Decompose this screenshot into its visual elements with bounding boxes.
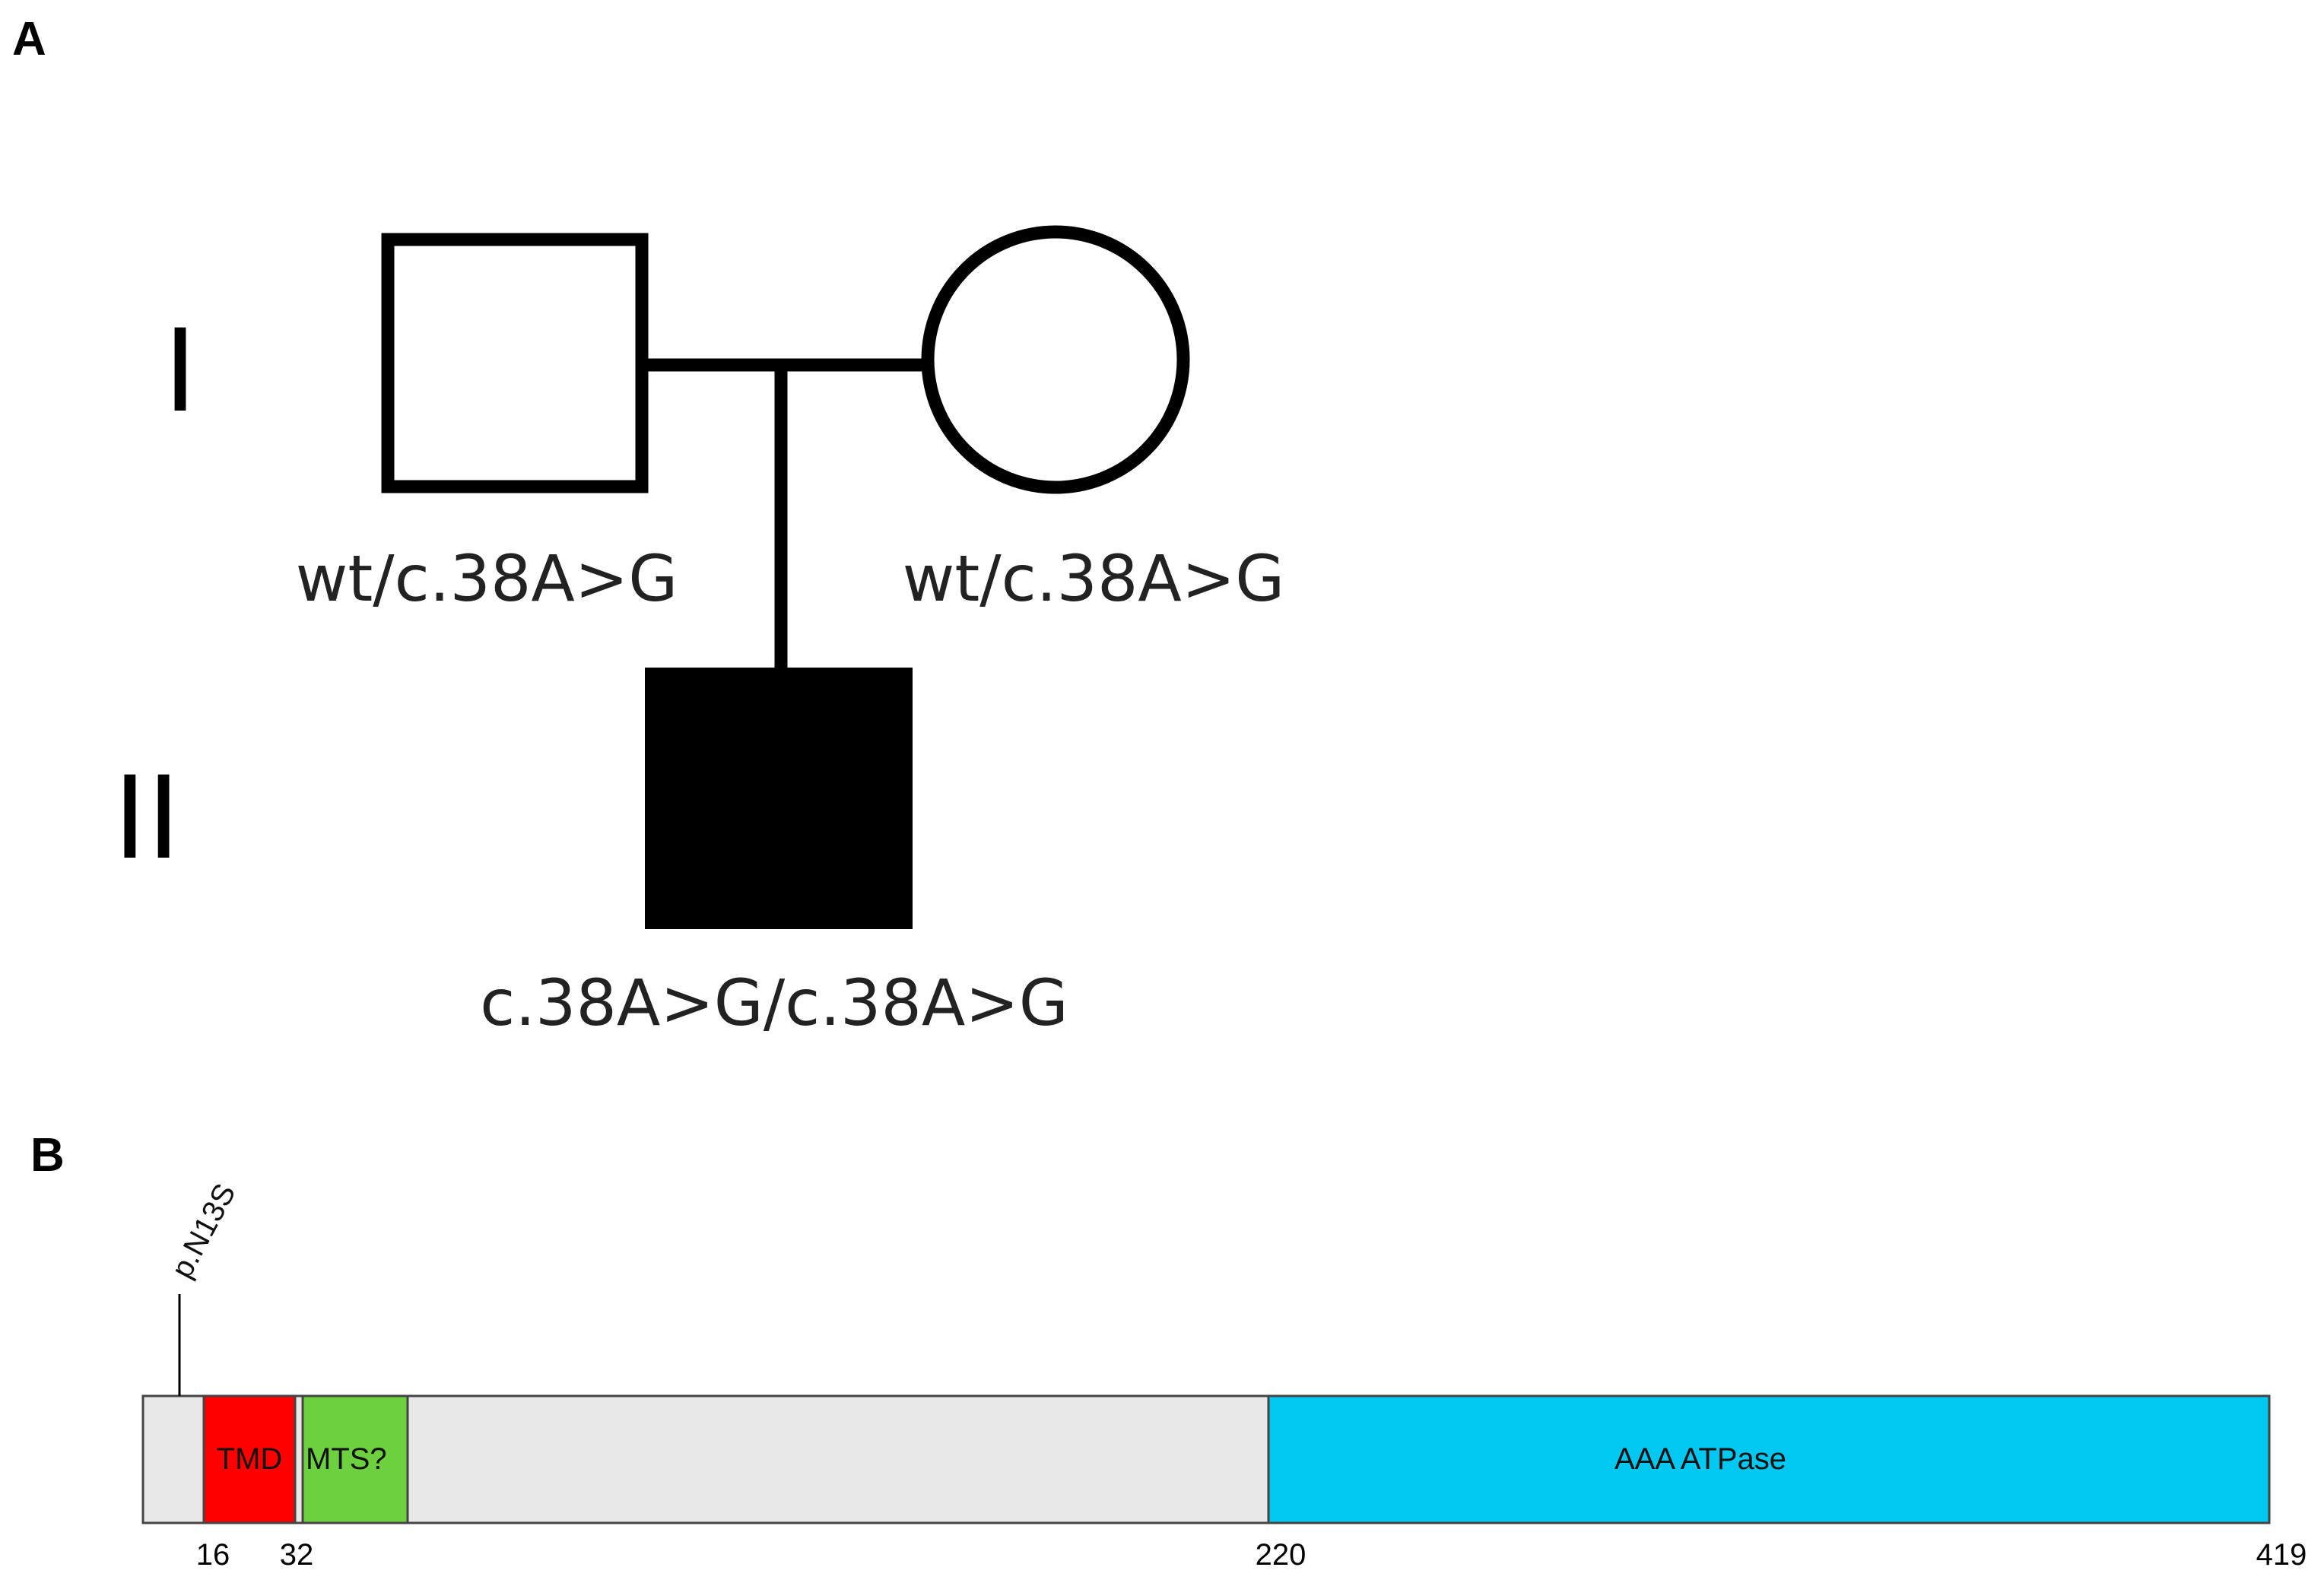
generation-label-2: II xyxy=(113,753,180,885)
position-label-220: 220 xyxy=(1256,1538,1306,1572)
father-genotype: wt/c.38A>G xyxy=(296,541,678,616)
aaa-atpase-domain xyxy=(1267,1394,2271,1524)
mts-domain-label: MTS? xyxy=(306,1442,387,1476)
child-genotype: c.38A>G/c.38A>G xyxy=(480,966,1068,1040)
child-symbol xyxy=(645,668,913,929)
mother-symbol xyxy=(921,225,1190,494)
mother-genotype: wt/c.38A>G xyxy=(903,541,1285,616)
panel-b-label: B xyxy=(30,1129,65,1182)
position-label-32: 32 xyxy=(280,1538,314,1572)
tmd-domain-label: TMD xyxy=(217,1442,283,1476)
father-symbol xyxy=(381,233,649,493)
position-label-419: 419 xyxy=(2256,1538,2307,1572)
aaa-atpase-domain-label: AAA ATPase xyxy=(1614,1442,1786,1476)
variant-label: p.N13S xyxy=(165,1179,242,1283)
position-label-16: 16 xyxy=(196,1538,230,1572)
generation-label-1: I xyxy=(164,306,197,438)
mts-domain xyxy=(301,1394,409,1524)
tmd-domain xyxy=(202,1394,297,1524)
protein-diagram: TMD MTS? AAA ATPase p.N13S 16 32 220 419 xyxy=(141,1179,2307,1572)
panel-a-label: A xyxy=(12,13,46,65)
